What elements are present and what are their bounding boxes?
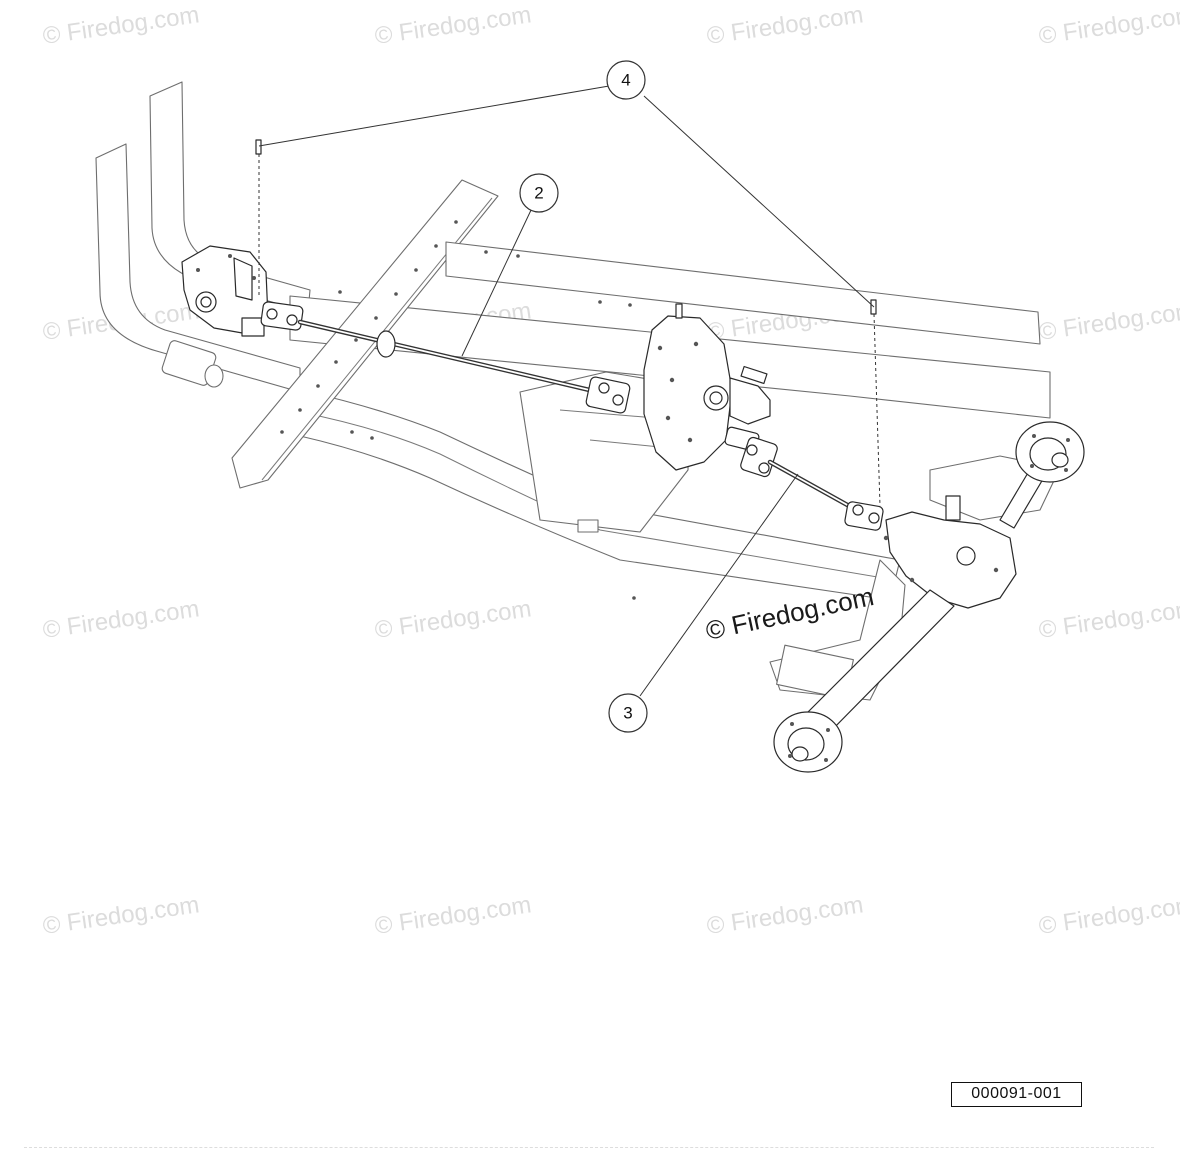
watermark-text: © Firedog.com xyxy=(1037,891,1180,940)
watermark-text: © Firedog.com xyxy=(373,1,533,50)
transmission xyxy=(643,315,733,471)
callout-number: 2 xyxy=(534,184,543,203)
main-watermark: © Firedog.com xyxy=(703,581,876,646)
callout-4[interactable]: 4 xyxy=(606,60,646,100)
callout-number: 4 xyxy=(621,71,630,90)
watermark-text: © Firedog.com xyxy=(41,1,201,50)
rear-hub-left xyxy=(773,711,843,773)
drawing-reference-number: 000091-001 xyxy=(951,1082,1082,1107)
watermark-text: © Firedog.com xyxy=(705,891,865,940)
watermark-text: © Firedog.com xyxy=(41,595,201,644)
watermark-text: © Firedog.com xyxy=(41,891,201,940)
watermark-text: © Firedog.com xyxy=(1037,1,1180,50)
leader-lines xyxy=(258,85,881,697)
watermark-text: © Firedog.com xyxy=(373,595,533,644)
watermark-text: © Firedog.com xyxy=(1037,297,1180,346)
rear-hub-right xyxy=(1015,421,1085,483)
drivetrain xyxy=(181,139,1085,773)
watermark-text: © Firedog.com xyxy=(373,891,533,940)
callout-2[interactable]: 2 xyxy=(519,173,559,213)
rear-differential xyxy=(885,511,1017,609)
watermark-text: © Firedog.com xyxy=(705,1,865,50)
pin-front xyxy=(255,139,262,155)
callout-3[interactable]: 3 xyxy=(608,693,648,733)
bottom-divider xyxy=(24,1147,1154,1148)
callout-number: 3 xyxy=(623,704,632,723)
watermark-text: © Firedog.com xyxy=(1037,595,1180,644)
